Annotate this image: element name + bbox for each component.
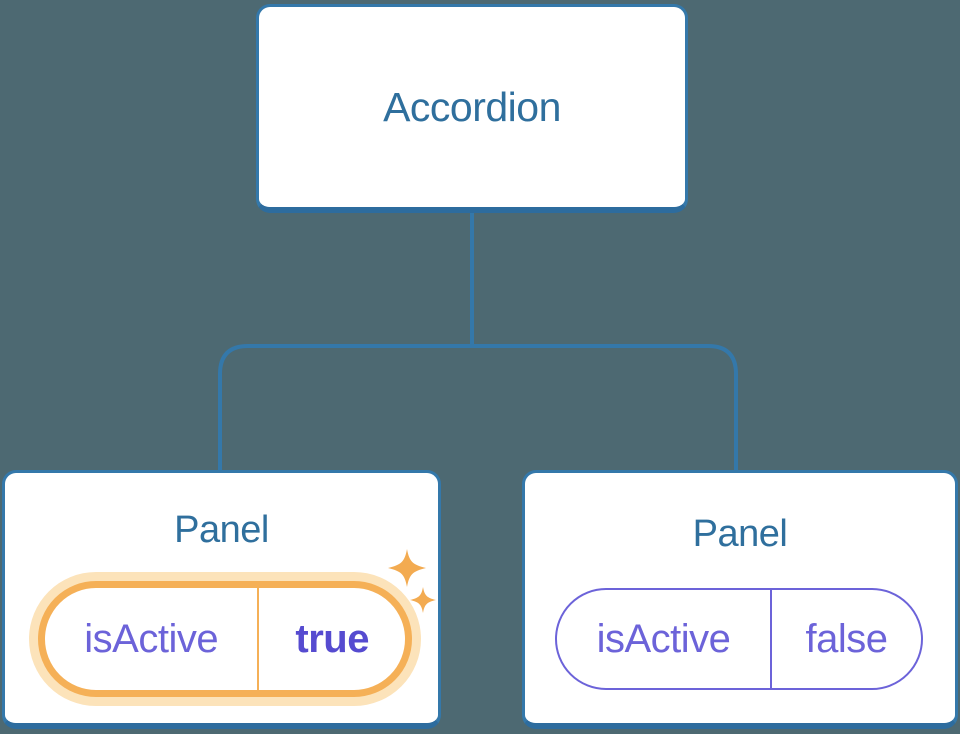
- tree-node-accordion: Accordion: [256, 4, 688, 213]
- state-value-cell: true: [257, 588, 405, 690]
- sparkles-icon: [388, 549, 436, 613]
- panel-node-label: Panel: [692, 513, 788, 555]
- state-value-cell: false: [769, 590, 921, 688]
- tree-node-panel-inactive: Panel isActive false: [522, 470, 958, 729]
- accordion-node-label: Accordion: [383, 83, 561, 130]
- state-pill-active: isActive true: [38, 581, 412, 697]
- state-key-cell: isActive: [596, 616, 731, 661]
- state-pill-inactive: isActive false: [555, 588, 923, 690]
- tree-node-panel-active: Panel isActive true: [2, 470, 441, 729]
- state-key-cell: isActive: [84, 616, 219, 661]
- panel-node-label: Panel: [174, 509, 269, 551]
